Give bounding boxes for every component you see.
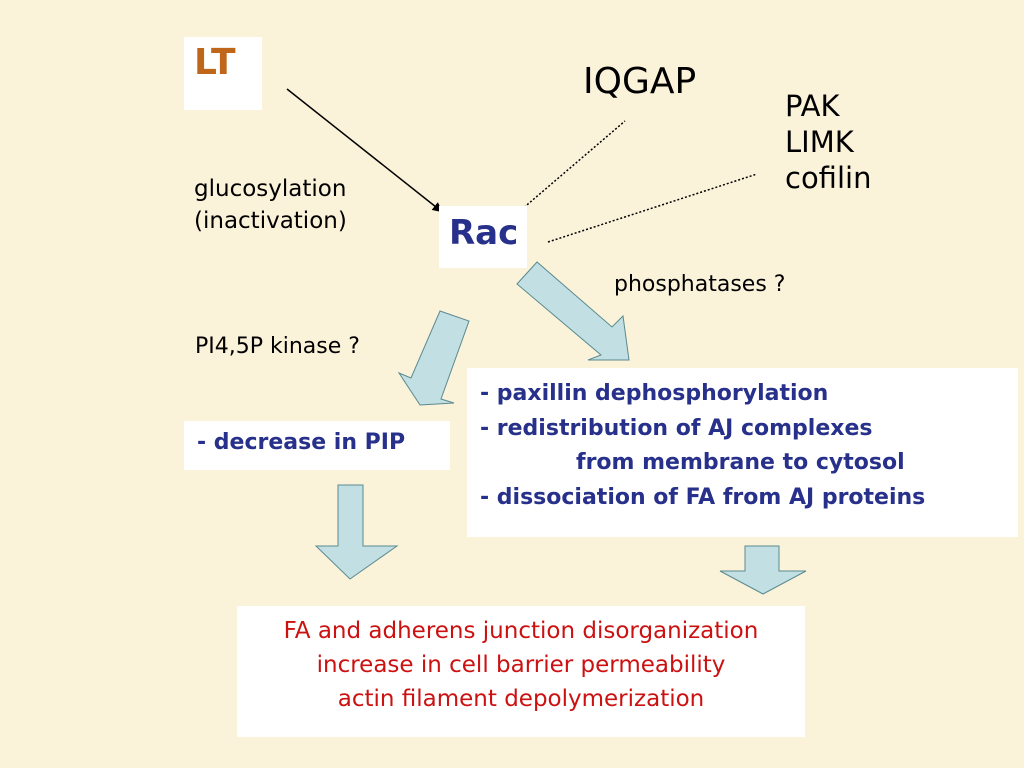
- lt-node-label: LT: [194, 42, 236, 83]
- outcome-item: actin filament depolymerization: [337, 686, 705, 712]
- effects-to-outcome-block-arrow: [719, 545, 807, 595]
- effect-item: - dissociation of FA from AJ proteins: [480, 484, 926, 510]
- effect-item: - redistribution of AJ complexes: [480, 415, 873, 441]
- inactivation-line: (inactivation): [194, 208, 347, 234]
- pak-group: PAK LIMK cofilin: [785, 88, 871, 196]
- rac-to-pip-block-arrow: [397, 310, 470, 406]
- outcome-item: FA and adherens junction disorganization: [283, 618, 759, 644]
- phosphatases-label: phosphatases ?: [614, 272, 786, 297]
- pip-effect-label: - decrease in PIP: [197, 430, 406, 455]
- lt-to-rac-arrow: [286, 88, 443, 213]
- pak-dotted-link: [547, 173, 758, 243]
- rac-node-label: Rac: [449, 213, 519, 253]
- glucosylation-line: glucosylation: [194, 176, 347, 202]
- pak-label: PAK: [785, 89, 840, 123]
- outcome-item: increase in cell barrier permeability: [316, 652, 726, 678]
- lt-node-box: [184, 37, 262, 110]
- pip-effect-box: [184, 421, 450, 470]
- effects-box: [467, 368, 1018, 537]
- outcome-list: FA and adherens junction disorganization…: [237, 614, 805, 716]
- rac-to-effects-block-arrow: [516, 261, 630, 361]
- effect-item-continuation: from membrane to cytosol: [576, 450, 905, 475]
- effects-list: - paxillin dephosphorylation - redistrib…: [480, 377, 925, 515]
- iqgap-label: IQGAP: [583, 61, 697, 102]
- cofilin-label: cofilin: [785, 161, 872, 195]
- pip-to-outcome-block-arrow: [314, 484, 399, 580]
- effect-item: - paxillin dephosphorylation: [480, 381, 829, 406]
- outcome-box: [237, 606, 805, 737]
- glucosylation-label: glucosylation (inactivation): [194, 173, 347, 237]
- limk-label: LIMK: [785, 125, 854, 159]
- pi45p-kinase-label: PI4,5P kinase ?: [195, 334, 360, 359]
- rac-node-box: [439, 206, 527, 268]
- iqgap-dotted-link: [520, 120, 626, 211]
